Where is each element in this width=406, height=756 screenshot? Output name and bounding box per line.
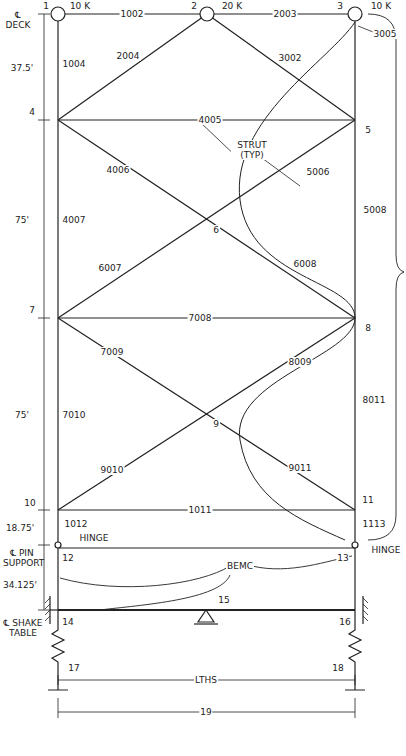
ground-line bbox=[48, 689, 365, 690]
joint-number: 10 bbox=[23, 498, 36, 508]
left-column bbox=[57, 14, 58, 545]
member-number: 1113 bbox=[362, 519, 387, 529]
member-number: 1004 bbox=[62, 59, 87, 69]
member-number: 7010 bbox=[62, 410, 87, 420]
member-number: 3002 bbox=[278, 53, 303, 63]
member-number: 1011 bbox=[188, 505, 213, 515]
diagonal-member bbox=[207, 14, 355, 120]
pin-support-symbol bbox=[198, 610, 214, 622]
load-value: 20 K bbox=[221, 1, 243, 11]
diagonal-member bbox=[58, 14, 207, 120]
member-number: 2003 bbox=[273, 9, 298, 19]
member-number: 1012 bbox=[64, 519, 89, 529]
dimension-label: LTHS bbox=[194, 675, 218, 685]
member-number: 6008 bbox=[293, 259, 318, 269]
hinge-label: HINGE bbox=[371, 545, 402, 555]
joint-number: 7 bbox=[28, 305, 36, 315]
dimension-tick bbox=[58, 675, 355, 685]
bracket bbox=[368, 14, 404, 540]
bemc-member bbox=[57, 548, 58, 610]
joint-number: 8 bbox=[364, 323, 372, 333]
wall-hatch bbox=[45, 598, 50, 621]
pin-support-line bbox=[58, 547, 355, 548]
member-number: 7009 bbox=[100, 347, 125, 357]
member-number: 8009 bbox=[288, 357, 313, 367]
hinge-label: HINGE bbox=[79, 533, 110, 543]
member-number: 2004 bbox=[116, 51, 141, 61]
deck-joint bbox=[51, 7, 65, 21]
joint-number: 13 bbox=[336, 553, 349, 563]
deck-joint bbox=[348, 7, 362, 21]
member-number: 7008 bbox=[188, 313, 213, 323]
joint-number: 15 bbox=[217, 595, 230, 605]
member-number: 4005 bbox=[198, 115, 223, 125]
dimension-tick bbox=[38, 14, 50, 610]
joint-number: 5 bbox=[364, 125, 372, 135]
diagonal-member bbox=[58, 318, 355, 510]
right-column bbox=[354, 14, 355, 545]
joint-number: 2 bbox=[190, 1, 198, 11]
joint-number: 4 bbox=[28, 107, 36, 117]
diagonal-member bbox=[58, 120, 355, 318]
joint-number: 6 bbox=[212, 225, 220, 235]
dimension-label: 75' bbox=[14, 215, 30, 225]
dimension-label: 18.75' bbox=[5, 523, 35, 533]
member-number: 9010 bbox=[100, 465, 125, 475]
joint-number: 1 bbox=[42, 1, 50, 11]
mode-shape-curve bbox=[239, 22, 355, 540]
leader-line bbox=[358, 26, 373, 32]
dimension-label: 75' bbox=[14, 410, 30, 420]
centerline-note: ℄ PIN SUPPORT bbox=[2, 548, 42, 568]
member-number: 4007 bbox=[62, 215, 87, 225]
centerline-note: ℄ DECK bbox=[2, 10, 34, 30]
callout-number: 17 bbox=[67, 663, 80, 673]
member-number: 1002 bbox=[120, 9, 145, 19]
member-number: 4006 bbox=[106, 165, 131, 175]
joint-number: 12 bbox=[61, 553, 74, 563]
leader-line bbox=[100, 575, 230, 610]
ground-line bbox=[194, 623, 218, 624]
hinge-symbol bbox=[55, 542, 61, 548]
wall-hatch bbox=[363, 598, 368, 621]
leader-line bbox=[60, 566, 230, 587]
callout-number: 18 bbox=[331, 663, 344, 673]
leader-line bbox=[262, 158, 300, 186]
deck-joint bbox=[200, 7, 214, 21]
dimension-tick bbox=[58, 698, 355, 718]
bemc-member bbox=[354, 548, 355, 610]
member-number: 5006 bbox=[306, 167, 331, 177]
joint-number: 14 bbox=[61, 617, 74, 627]
hinge-symbol bbox=[352, 542, 358, 548]
joint-number: 9 bbox=[212, 419, 220, 429]
dimension-label: 34.125' bbox=[2, 580, 38, 590]
joint-number: 11 bbox=[361, 495, 374, 505]
load-value: 10 K bbox=[69, 1, 91, 11]
centerline-note: ℄ SHAKE TABLE bbox=[2, 618, 44, 638]
dimension-label: 37.5' bbox=[10, 63, 35, 73]
load-value: 10 K bbox=[370, 1, 392, 11]
component-label: BEMC bbox=[226, 561, 254, 571]
diagonal-member bbox=[58, 318, 355, 510]
member-number: 6007 bbox=[98, 263, 123, 273]
diagonal-member bbox=[58, 120, 355, 318]
dimension-label: 19 bbox=[199, 707, 212, 717]
joint-number: 3 bbox=[336, 1, 344, 11]
callout-note: STRUT (TYP) bbox=[231, 140, 273, 160]
member-number: 8011 bbox=[362, 395, 387, 405]
member-number: 9011 bbox=[288, 463, 313, 473]
wall-link bbox=[50, 609, 58, 610]
dimension-line bbox=[44, 14, 45, 610]
member-number: 3005 bbox=[373, 29, 398, 39]
joint-number: 16 bbox=[338, 617, 351, 627]
member-number: 5008 bbox=[363, 205, 388, 215]
